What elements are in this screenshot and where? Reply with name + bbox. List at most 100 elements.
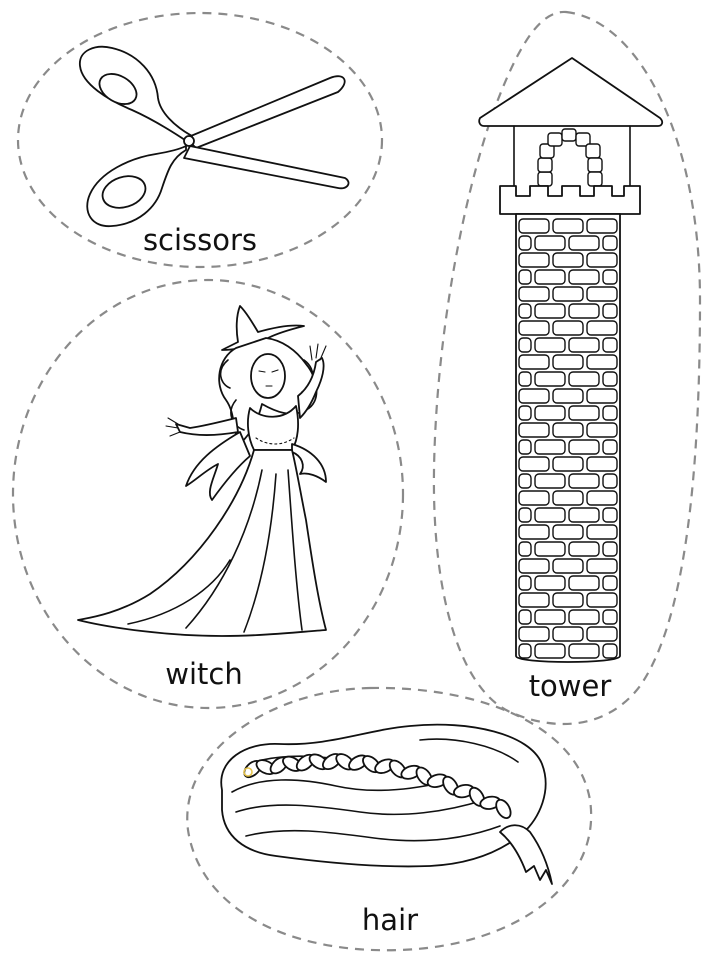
tower-brick [552, 388, 584, 404]
card-scissors: scissors [16, 11, 384, 269]
tower-brick [568, 643, 600, 659]
tower-brick [568, 473, 600, 489]
tower-brick [518, 456, 550, 472]
tower-brick [602, 371, 618, 387]
card-hair: hair [186, 686, 593, 952]
tower-brick [586, 626, 618, 642]
tower-brick [586, 592, 618, 608]
tower-brick [586, 422, 618, 438]
tower-brick [568, 303, 600, 319]
tower-brick [534, 473, 566, 489]
tower-brick [586, 286, 618, 302]
tower-brick [568, 575, 600, 591]
tower-brick [518, 439, 532, 455]
tower-brick [534, 337, 566, 353]
cut-line-scissors [16, 11, 384, 269]
braid-plait [495, 798, 512, 819]
tower-brick [518, 405, 532, 421]
tower-brick [602, 405, 618, 421]
tower-brick [568, 235, 600, 251]
tower-brick [568, 371, 600, 387]
braid-clasp [243, 767, 253, 777]
tower-brick [518, 507, 532, 523]
tower-brick [518, 592, 550, 608]
tower-brick [568, 609, 600, 625]
tower-brick [534, 235, 566, 251]
tower-brick [552, 524, 584, 540]
card-tower: tower [432, 10, 702, 726]
tower-brick [602, 507, 618, 523]
tower-brick [568, 269, 600, 285]
tower-brick [534, 575, 566, 591]
tower-brick [586, 218, 618, 234]
tower-brick [552, 456, 584, 472]
scissors-icon [79, 45, 350, 227]
tower-brick [518, 575, 532, 591]
card-label-hair: hair [362, 903, 418, 937]
tower-brick [586, 490, 618, 506]
tower-brick [552, 320, 584, 336]
tower-brick [518, 371, 532, 387]
tower-brick [568, 507, 600, 523]
tower-brick [534, 371, 566, 387]
tower-brick [552, 626, 584, 642]
tower-brick [602, 439, 618, 455]
tower-brick [568, 405, 600, 421]
card-witch: witch [11, 278, 405, 710]
tower-brick [534, 643, 566, 659]
tower-brick [518, 473, 532, 489]
cut-line-hair [186, 686, 593, 952]
tower-brick [586, 524, 618, 540]
card-label-tower: tower [529, 669, 612, 703]
tower-brick [534, 439, 566, 455]
tower-brick [518, 422, 550, 438]
tower-brick [518, 269, 532, 285]
tower-brick [586, 354, 618, 370]
tower-brick [534, 405, 566, 421]
tower-brick [602, 473, 618, 489]
tower-brick [552, 252, 584, 268]
cut-line-tower [432, 10, 702, 726]
tower-brick [534, 507, 566, 523]
tower-brick [518, 235, 532, 251]
tower-brick [518, 388, 550, 404]
tower-brick [602, 303, 618, 319]
braid-plaits [243, 753, 512, 819]
tower-brick [552, 286, 584, 302]
tower-brick [586, 456, 618, 472]
tower-brick [534, 609, 566, 625]
tower-brick [602, 643, 618, 659]
tower-brick [568, 541, 600, 557]
tower-brick [518, 286, 550, 302]
witch-icon [77, 305, 327, 637]
tower-brick-wall [518, 218, 618, 659]
tower-brick [518, 337, 532, 353]
tower-arch-window [537, 128, 603, 187]
card-label-scissors: scissors [143, 223, 257, 257]
tower-brick [518, 558, 550, 574]
tower-icon [478, 57, 664, 663]
braid-icon [220, 723, 553, 885]
card-label-witch: witch [165, 657, 242, 691]
tower-brick [552, 422, 584, 438]
tower-brick [602, 269, 618, 285]
tower-brick [534, 269, 566, 285]
tower-brick [552, 490, 584, 506]
tower-brick [586, 558, 618, 574]
tower-brick [586, 252, 618, 268]
tower-brick [552, 218, 584, 234]
tower-brick [518, 541, 532, 557]
tower-brick [602, 609, 618, 625]
tower-brick [518, 252, 550, 268]
tower-brick [518, 320, 550, 336]
tower-brick [552, 558, 584, 574]
tower-brick [534, 541, 566, 557]
tower-brick [568, 439, 600, 455]
tower-brick [518, 354, 550, 370]
tower-brick [602, 235, 618, 251]
tower-brick [518, 303, 532, 319]
cut-line-witch [11, 278, 405, 710]
tower-brick [602, 337, 618, 353]
tower-brick [518, 524, 550, 540]
